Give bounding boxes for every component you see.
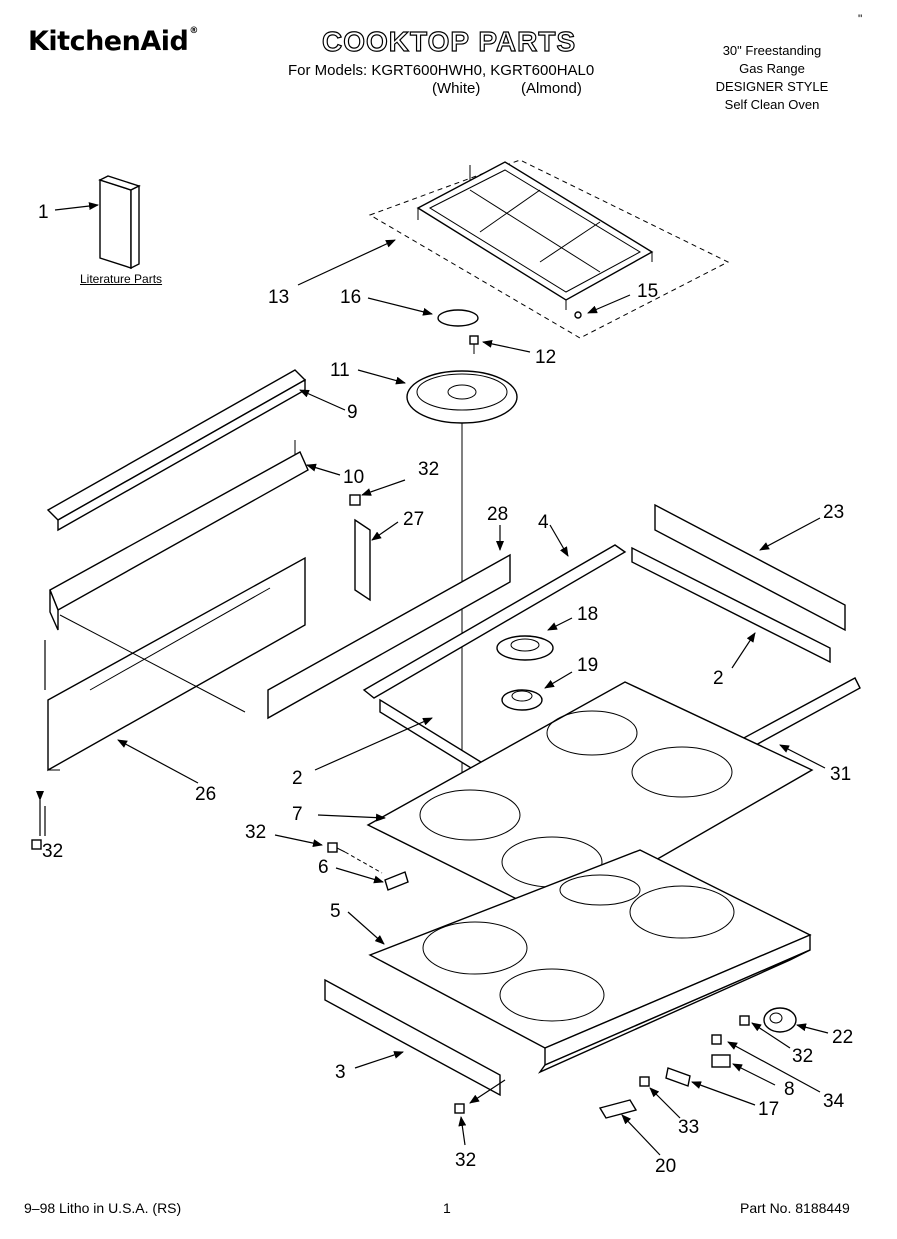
finish-white-label: (White) <box>432 80 481 97</box>
screw <box>469 335 479 354</box>
callout-labels: 1 13 15 16 12 11 9 10 32 27 28 4 23 18 2… <box>38 202 853 1177</box>
part-number: Part No. 8188449 <box>740 1200 850 1216</box>
callout-label: 32 <box>42 841 63 862</box>
callout-label: 9 <box>347 402 358 423</box>
corner-mark: " <box>858 12 863 26</box>
literature-parts-label: Literature Parts <box>80 272 163 286</box>
callout-label: 7 <box>292 804 303 825</box>
literature-booklet <box>98 175 141 270</box>
product-line: Self Clean Oven <box>724 97 820 112</box>
callout-label: 26 <box>195 784 216 805</box>
callout-label: 15 <box>637 281 658 302</box>
callout-label: 10 <box>343 467 364 488</box>
callout-label: 20 <box>655 1156 676 1177</box>
callout-label: 23 <box>823 502 844 523</box>
brand-logo: KitchenAid® <box>28 26 198 57</box>
product-description: 30" Freestanding Gas Range DESIGNER STYL… <box>667 42 877 114</box>
clip <box>384 871 409 891</box>
callout-label: 27 <box>403 509 424 530</box>
callout-label: 6 <box>318 857 329 878</box>
callout-arrows <box>36 202 829 1156</box>
callout-label: 28 <box>487 504 508 525</box>
callout-label: 1 <box>38 202 49 223</box>
cooktop-surface <box>366 681 814 919</box>
wire-clip <box>598 1099 638 1119</box>
insulation-strip <box>267 553 511 720</box>
callout-label: 33 <box>678 1117 699 1138</box>
callout-label: 22 <box>832 1027 853 1048</box>
callout-label: 18 <box>577 604 598 625</box>
brand-name: KitchenAid <box>28 26 189 57</box>
control-side-panel <box>44 556 306 772</box>
callout-label: 31 <box>830 764 851 785</box>
callout-label: 32 <box>792 1046 813 1067</box>
trim-strip <box>362 544 627 699</box>
callout-label: 5 <box>330 901 341 922</box>
screw <box>639 1076 650 1087</box>
spark-electrode <box>665 1067 691 1087</box>
brand-registered-mark: ® <box>189 26 198 36</box>
callout-label: 13 <box>268 287 289 308</box>
bracket <box>711 1054 731 1068</box>
screw <box>31 839 42 850</box>
model-numbers: For Models: KGRT600HWH0, KGRT600HAL0 <box>288 62 595 79</box>
callout-label: 16 <box>340 287 361 308</box>
product-line: DESIGNER STYLE <box>715 79 829 94</box>
callout-label: 17 <box>758 1099 779 1120</box>
burner-ring <box>496 635 554 661</box>
burner-cap <box>437 309 479 327</box>
callout-label: 11 <box>330 360 350 381</box>
burner-head <box>501 689 543 711</box>
callout-label: 19 <box>577 655 598 676</box>
finish-almond-label: (Almond) <box>521 80 582 97</box>
mounting-bracket <box>349 494 371 602</box>
burner-grate <box>368 159 730 339</box>
trim-strip <box>654 503 846 632</box>
screw <box>739 1015 750 1026</box>
rear-trim-strip <box>46 369 307 532</box>
callout-label: 12 <box>535 347 556 368</box>
callout-label: 2 <box>292 768 303 789</box>
trim-strip <box>631 546 831 664</box>
ignition-switch <box>763 1007 797 1033</box>
callout-label: 32 <box>418 459 439 480</box>
callout-label: 32 <box>245 822 266 843</box>
litho-note: 9–98 Litho in U.S.A. (RS) <box>24 1200 182 1216</box>
callout-label: 4 <box>538 512 549 533</box>
burner-base <box>406 370 518 820</box>
product-line: 30" Freestanding <box>722 43 822 58</box>
product-line: Gas Range <box>739 61 805 76</box>
main-top-pan <box>368 849 812 1074</box>
callout-label: 32 <box>455 1150 476 1171</box>
callout-label: 8 <box>784 1079 795 1100</box>
page-number: 1 <box>443 1200 451 1216</box>
screw <box>327 842 383 874</box>
callout-label: 3 <box>335 1062 346 1083</box>
screw <box>454 1103 465 1114</box>
callout-label: 34 <box>823 1091 845 1112</box>
screw <box>711 1034 722 1045</box>
callout-label: 2 <box>713 668 724 689</box>
front-trim <box>324 978 501 1097</box>
page-title: COOKTOP PARTS <box>321 25 577 57</box>
